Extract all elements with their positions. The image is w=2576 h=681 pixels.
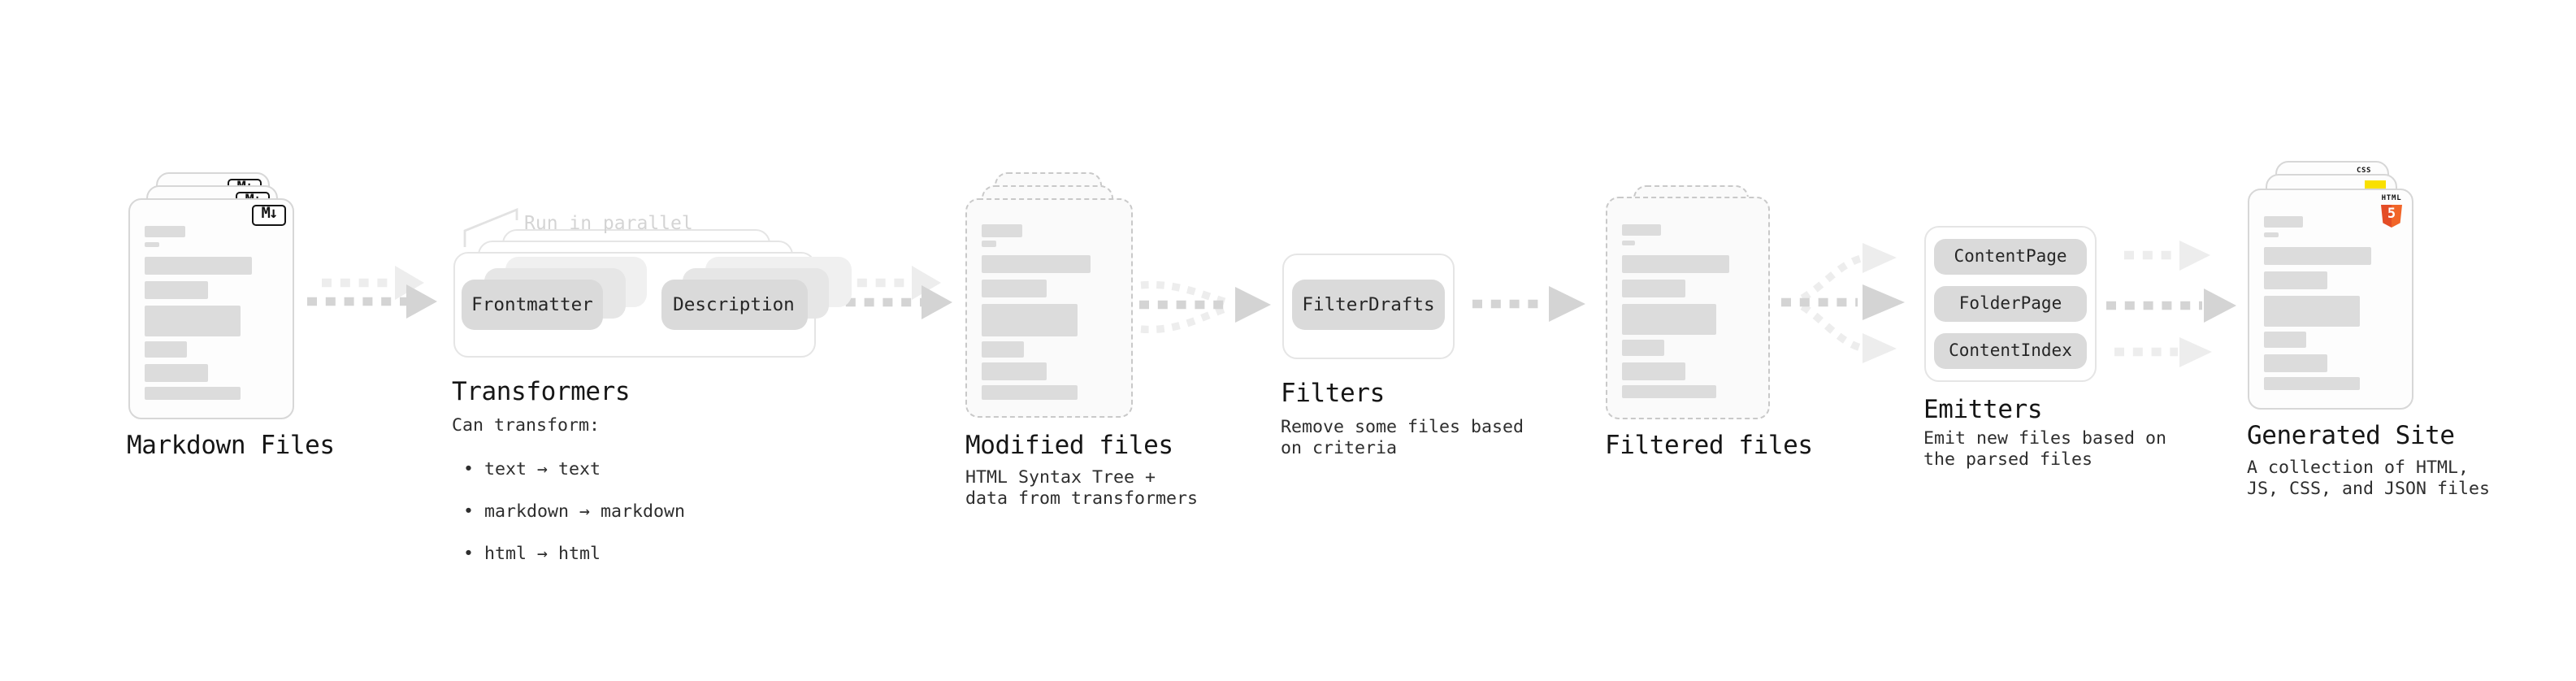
css-icon-label: CSS xyxy=(2356,167,2372,175)
markdown-icon: M↓ xyxy=(252,205,286,226)
contentpage-pill: ContentPage xyxy=(1934,238,2087,274)
arrow-markdown-to-transformers xyxy=(307,266,437,319)
doc-text-bar xyxy=(2263,215,2304,228)
doc-text-bar xyxy=(1621,340,1664,356)
doc-text-bars xyxy=(145,200,278,400)
transformers-title: Transformers xyxy=(452,376,631,406)
markdown-files-title: Markdown Files xyxy=(127,431,335,460)
generated-site-subtitle: A collection of HTML, JS, CSS, and JSON … xyxy=(2247,456,2491,498)
filtered-files-stack xyxy=(1605,185,1770,419)
generated-doc-card-html: HTML 5 xyxy=(2247,189,2413,409)
doc-text-bar xyxy=(982,385,1078,399)
doc-text-bar xyxy=(1621,362,1685,380)
doc-text-bars xyxy=(1621,198,1754,398)
filters-subtitle: Remove some files based on criteria xyxy=(1281,416,1524,458)
arrow-filtered-to-emitters xyxy=(1781,243,1905,363)
arrow-filters-to-filtered xyxy=(1472,286,1585,322)
doc-text-bar xyxy=(1621,240,1636,245)
run-in-parallel-annotation: Run in parallel xyxy=(524,211,693,234)
markdown-files-stack: M↓ M↓ M↓ xyxy=(128,172,294,419)
doc-text-bar xyxy=(145,305,241,336)
doc-text-bar xyxy=(1621,254,1728,272)
doc-text-bars xyxy=(982,199,1116,399)
emitters-title: Emitters xyxy=(1923,394,2043,423)
doc-text-bar xyxy=(145,225,185,237)
doc-text-bar xyxy=(982,224,1022,236)
generated-site-stack: CSS HTML 5 xyxy=(2247,161,2413,409)
filtered-doc-card-front xyxy=(1605,197,1770,419)
filters-title: Filters xyxy=(1281,378,1385,407)
transformers-body-heading: Can transform: xyxy=(452,414,601,436)
description-pill: Description xyxy=(661,279,807,329)
emitters-subtitle: Emit new files based on the parsed files xyxy=(1923,427,2167,470)
bullet-item: • html → html xyxy=(463,542,601,564)
modified-doc-card-front xyxy=(965,197,1132,417)
doc-text-bar xyxy=(2263,271,2328,288)
doc-text-bar xyxy=(2263,376,2360,390)
contentindex-pill: ContentIndex xyxy=(1934,332,2087,368)
doc-text-bar xyxy=(145,280,209,298)
doc-text-bar xyxy=(982,304,1078,336)
modified-files-title: Modified files xyxy=(965,430,1173,459)
doc-text-bar xyxy=(145,363,209,381)
html5-icon-label: HTML xyxy=(2381,195,2402,203)
arrow-emitters-to-generated xyxy=(2106,241,2236,367)
arrow-transformers-to-modified xyxy=(827,266,952,319)
bullet-item: • text → text xyxy=(463,458,601,479)
doc-text-bar xyxy=(2263,295,2360,327)
arrow-modified-to-filters xyxy=(1139,280,1271,334)
transformers-bullet-list: • text → text • markdown → markdown • ht… xyxy=(463,436,685,585)
doc-text-bar xyxy=(1621,384,1717,398)
doc-text-bar xyxy=(145,341,188,358)
html5-icon-shield: 5 xyxy=(2381,205,2402,228)
doc-text-bar xyxy=(145,386,241,400)
annotation-leader-line xyxy=(463,207,518,247)
doc-text-bars xyxy=(2263,190,2397,390)
doc-text-bar xyxy=(982,241,997,246)
doc-text-bar xyxy=(982,280,1047,297)
frontmatter-pill: Frontmatter xyxy=(462,279,603,329)
doc-text-bar xyxy=(1621,223,1661,236)
doc-text-bar xyxy=(1621,303,1717,335)
doc-text-bar xyxy=(1621,279,1685,297)
doc-text-bar xyxy=(982,362,1047,380)
doc-text-bar xyxy=(982,340,1025,357)
doc-text-bar xyxy=(982,255,1091,273)
filterdrafts-pill: FilterDrafts xyxy=(1292,279,1445,329)
doc-text-bar xyxy=(145,256,253,274)
bullet-item: • markdown → markdown xyxy=(463,500,686,522)
doc-text-bar xyxy=(2263,332,2306,348)
filtered-files-title: Filtered files xyxy=(1605,431,1813,460)
generated-site-title: Generated Site xyxy=(2247,420,2455,449)
markdown-doc-card-front: M↓ xyxy=(128,198,294,419)
doc-text-bar xyxy=(2263,354,2328,371)
doc-text-bar xyxy=(145,241,160,247)
doc-text-bar xyxy=(2263,246,2372,264)
doc-text-bar xyxy=(2263,232,2279,237)
modified-files-stack xyxy=(965,172,1132,417)
html5-icon: HTML 5 xyxy=(2379,195,2404,228)
modified-files-subtitle: HTML Syntax Tree + data from transformer… xyxy=(965,466,1199,508)
folderpage-pill: FolderPage xyxy=(1934,286,2087,322)
